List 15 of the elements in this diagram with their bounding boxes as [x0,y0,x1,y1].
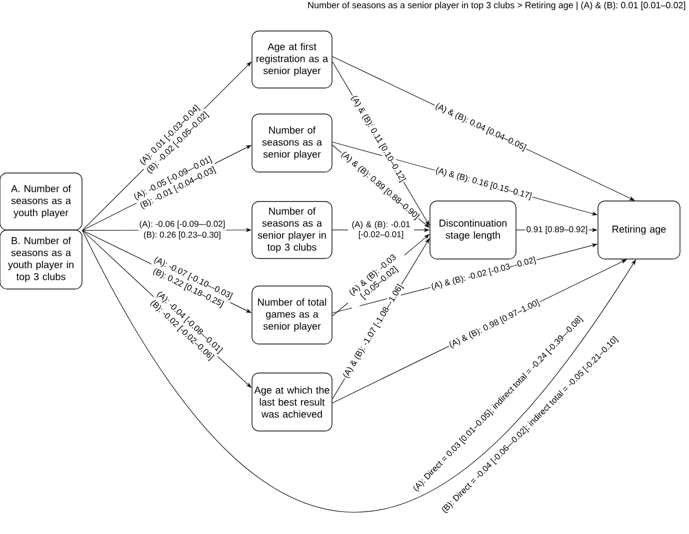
variable-box: Number of seasons as a senior player in top 3 clubs [252,201,332,259]
variable-box: Discontinuation stage length [430,200,516,260]
variable-box: B. Number of seasons as a youth player in top 3 clubs [0,230,82,290]
variable-box: Retiring age [598,200,680,260]
edge-label: (B): 0.26 [0.23–0.30] [142,230,222,242]
edge-label: 0.91 [0.89–0.92] [525,225,589,235]
variable-box: Number of seasons as a senior player [252,114,332,172]
edge-label: (A): -0.06 [-0.09–-0.02] [138,218,226,230]
note-text: Number of seasons as a senior player in top 3 clubs > Retiring age | (A) & (B): 0.01 [0.01–0.02] [308,2,686,10]
variable-box: Age at first registration as a senior player [252,30,332,88]
variable-box: Number of total games as a senior player [252,286,332,344]
variable-box: Age at which the last best result was achieved [252,372,332,432]
variable-box: A. Number of seasons as a youth player [0,172,82,230]
edge-label: (A) & (B): -0.01 [-0.02–0.01] [348,220,414,240]
curved-arrow [82,230,636,512]
